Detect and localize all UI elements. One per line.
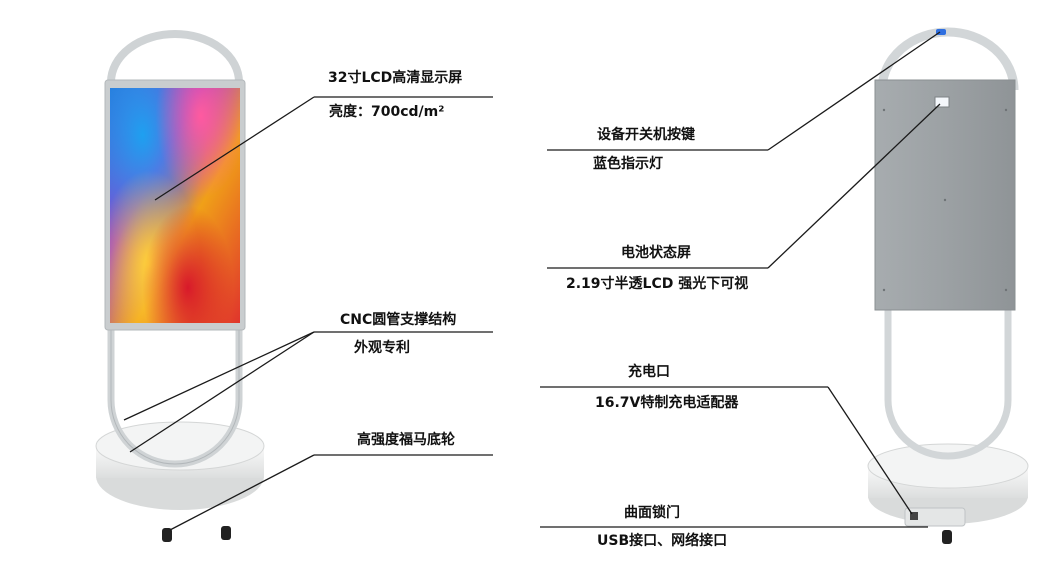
front-stand bbox=[95, 30, 265, 542]
lcd-screen-detail: 亮度：700cd/m² bbox=[329, 104, 445, 120]
battery-screen-detail: 2.19寸半透LCD 强光下可视 bbox=[566, 276, 749, 292]
front-wheel-left bbox=[162, 528, 172, 542]
back-wheel bbox=[942, 530, 952, 544]
back-panel bbox=[874, 79, 1016, 311]
back-base-top bbox=[867, 443, 1029, 489]
front-base-top bbox=[95, 421, 265, 471]
battery-status-screen-icon bbox=[934, 96, 950, 108]
power-button-detail: 蓝色指示灯 bbox=[593, 156, 663, 172]
lock-title: 曲面锁门 bbox=[624, 505, 680, 521]
charging-port-detail: 16.7V特制充电适配器 bbox=[595, 395, 739, 411]
usb-port-icon bbox=[910, 512, 918, 520]
cnc-tube-detail: 外观专利 bbox=[354, 340, 410, 356]
leader-lines bbox=[123, 31, 941, 531]
back-u-tube bbox=[884, 310, 1012, 460]
cnc-tube-title: CNC圆管支撑结构 bbox=[340, 312, 457, 328]
battery-screen-title: 电池状态屏 bbox=[621, 245, 691, 261]
back-stand bbox=[867, 27, 1029, 544]
front-top-arch bbox=[107, 30, 243, 83]
back-lock-plate bbox=[904, 507, 966, 527]
lcd-screen-title: 32寸LCD高清显示屏 bbox=[328, 70, 463, 86]
base-wheel-title: 高强度福马底轮 bbox=[357, 432, 455, 448]
lcd-display bbox=[110, 88, 240, 323]
power-button-title: 设备开关机按键 bbox=[597, 127, 695, 143]
lock-detail: USB接口、网络接口 bbox=[597, 533, 728, 549]
charging-port-title: 充电口 bbox=[628, 364, 670, 380]
front-wheel-right bbox=[221, 526, 231, 540]
back-top-arch bbox=[877, 27, 1019, 91]
